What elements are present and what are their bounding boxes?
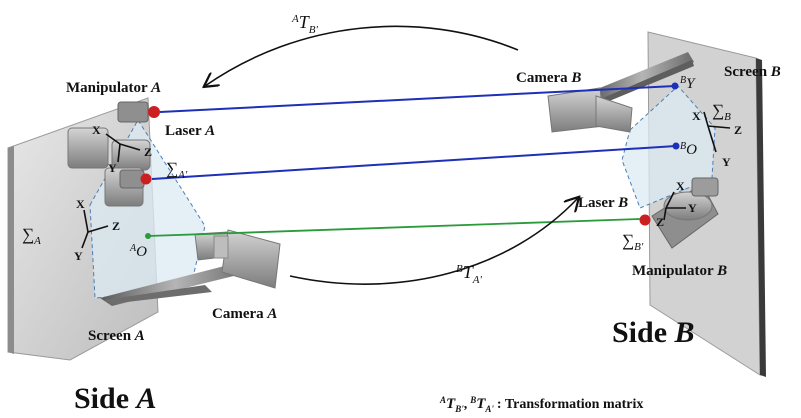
laser-a-head-top bbox=[117, 101, 149, 123]
axis-label-a-prime-z: Z bbox=[144, 145, 152, 159]
manipulator-a-base bbox=[67, 127, 109, 169]
frame-b-prime-axes bbox=[663, 191, 686, 221]
point-a-o bbox=[145, 233, 151, 239]
frame-label-b: ∑B bbox=[712, 101, 731, 123]
camera-a bbox=[194, 229, 281, 289]
camera-a-arm bbox=[100, 262, 250, 306]
frame-label-a: ∑A bbox=[22, 225, 41, 247]
screen-b-edge bbox=[756, 58, 766, 377]
transform-label-top: ATB' bbox=[291, 12, 318, 36]
axis-label-b-x: X bbox=[692, 109, 701, 123]
green-beam bbox=[147, 218, 641, 237]
axis-label-a-y: Y bbox=[74, 249, 83, 263]
camera-b-label: Camera B bbox=[516, 70, 581, 86]
frame-b-axes bbox=[703, 111, 731, 153]
laser-b-emitter bbox=[639, 214, 651, 226]
blue-beam-mid bbox=[151, 145, 677, 180]
frame-label-b-prime: ∑B' bbox=[622, 231, 644, 253]
laser-a-emitter-mid bbox=[140, 173, 152, 185]
laser-a-emitter-top bbox=[148, 106, 160, 118]
frame-a-axes bbox=[81, 209, 109, 249]
manipulator-b-label: Manipulator B bbox=[632, 263, 727, 279]
axis-label-a-x: X bbox=[76, 197, 85, 211]
transform-arrow-top bbox=[205, 25, 519, 86]
blue-beam-top bbox=[159, 85, 676, 113]
axis-label-b-prime-y: Y bbox=[688, 201, 697, 215]
camera-b bbox=[547, 87, 633, 133]
axis-label-a-z: Z bbox=[112, 219, 120, 233]
axis-label-b-prime-x: X bbox=[676, 179, 685, 193]
manipulator-b bbox=[651, 177, 719, 249]
point-b-y bbox=[671, 82, 679, 90]
laser-b-label: Laser B bbox=[578, 195, 628, 211]
side-a-title: Side A bbox=[74, 382, 157, 415]
screen-a-label: Screen A bbox=[88, 328, 145, 344]
y-point-b-label: BY bbox=[680, 75, 696, 92]
laser-a-label: Laser A bbox=[165, 123, 215, 139]
frame-a-prime-axes bbox=[105, 133, 141, 163]
origin-b-label: BO bbox=[680, 141, 697, 158]
side-b-title: Side B bbox=[612, 316, 695, 349]
axis-label-a-prime-x: X bbox=[92, 123, 101, 137]
screen-b-label: Screen B bbox=[724, 64, 781, 80]
laser-a-head-mid bbox=[119, 169, 145, 189]
camera-b-arm bbox=[590, 52, 694, 104]
frame-label-a-prime: ∑A' bbox=[166, 159, 188, 181]
camera-b-arm-lower bbox=[598, 60, 694, 104]
axis-label-b-z: Z bbox=[734, 123, 742, 137]
transform-label-bottom: BTA' bbox=[456, 262, 482, 286]
transform-arrow-bottom bbox=[289, 198, 578, 285]
legend: ATB',BTA': Transformation matrix bbox=[439, 395, 643, 414]
manipulator-a-label: Manipulator A bbox=[66, 80, 161, 96]
axis-label-b-prime-z: Z bbox=[656, 215, 664, 229]
axis-label-a-prime-y: Y bbox=[108, 161, 117, 175]
origin-a-label: AO bbox=[129, 243, 147, 260]
camera-a-label: Camera A bbox=[212, 306, 277, 322]
point-b-o bbox=[672, 142, 680, 150]
screen-a-edge bbox=[8, 146, 14, 354]
camera-a-arm-lower bbox=[104, 285, 212, 304]
axis-label-b-y: Y bbox=[722, 155, 731, 169]
